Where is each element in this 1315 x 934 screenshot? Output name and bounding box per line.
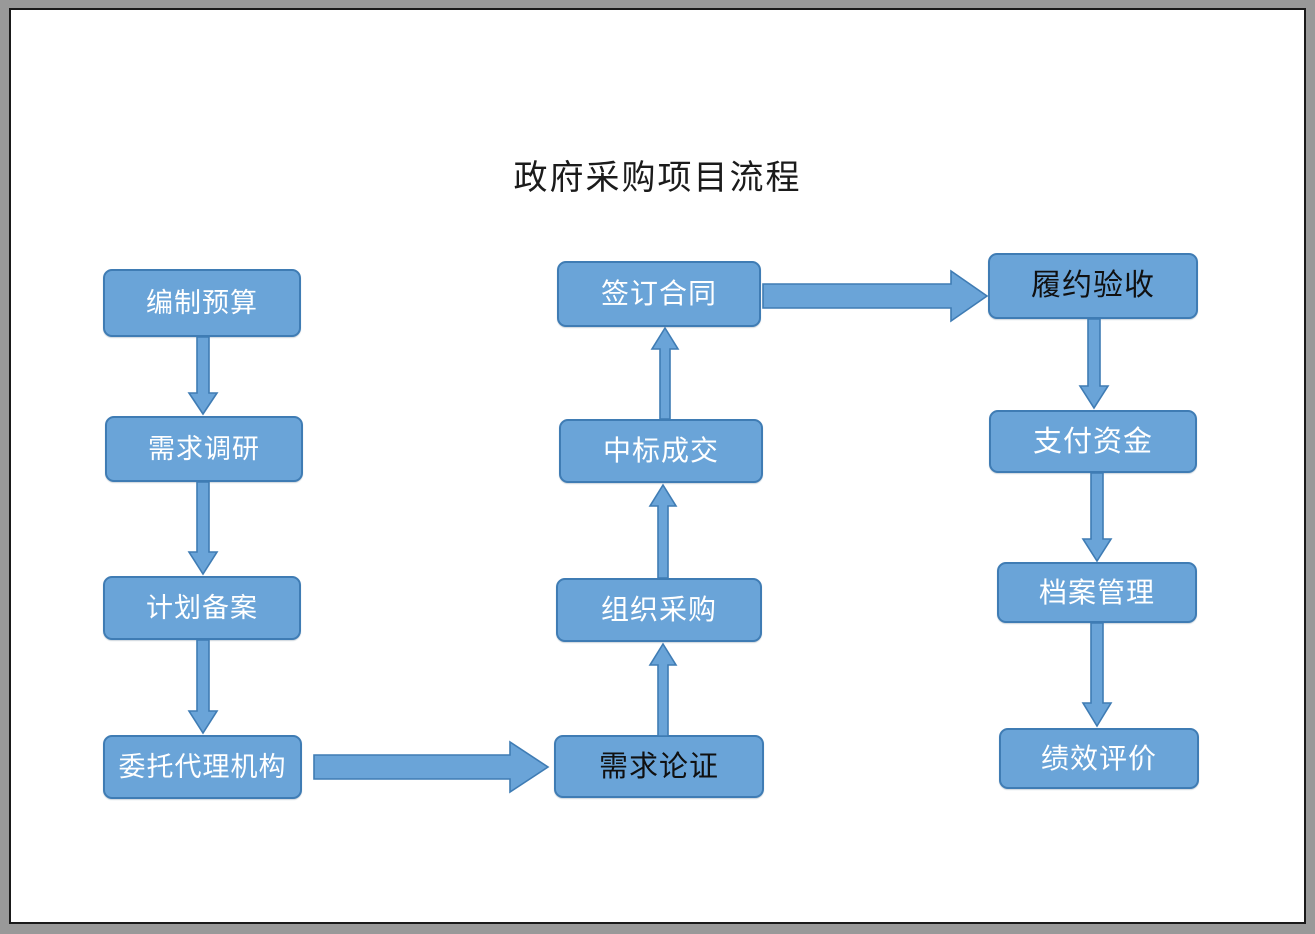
flow-node-label: 需求论证 <box>598 749 719 783</box>
flow-node-bianzhiyusuan[interactable]: 编制预算 <box>103 269 301 337</box>
arrow-down-5 <box>1081 472 1113 563</box>
arrow-down-3 <box>187 639 219 735</box>
flow-node-label: 组织采购 <box>600 593 717 626</box>
flow-node-zuzhicaigou[interactable]: 组织采购 <box>556 578 762 642</box>
arrow-up-1 <box>648 642 678 737</box>
flow-node-label: 委托代理机构 <box>118 751 287 783</box>
flow-node-label: 编制预算 <box>146 287 258 319</box>
flow-node-qiandinghetong[interactable]: 签订合同 <box>557 261 761 327</box>
flow-node-dangganguanli[interactable]: 档案管理 <box>997 562 1197 623</box>
flow-node-label: 中标成交 <box>602 434 719 467</box>
flow-node-label: 档案管理 <box>1038 575 1155 609</box>
flow-node-label: 签订合同 <box>600 277 717 310</box>
flow-node-label: 绩效评价 <box>1040 741 1157 775</box>
flow-node-zhifuzijin[interactable]: 支付资金 <box>989 410 1197 473</box>
flow-node-jihuabeian[interactable]: 计划备案 <box>103 576 301 640</box>
arrow-down-6 <box>1081 622 1113 728</box>
flow-node-label: 履约验收 <box>1031 268 1155 303</box>
page-title-text: 政府采购项目流程 <box>513 158 802 198</box>
arrow-up-3 <box>650 326 680 420</box>
arrow-right-bottom <box>313 740 550 794</box>
flow-node-xuqiudiaoyan[interactable]: 需求调研 <box>105 416 303 482</box>
flow-node-xuqiulunzheng[interactable]: 需求论证 <box>554 735 764 798</box>
slide-canvas: 政府采购项目流程 编制预算 需求调研 计划备案 委托代理机构 需求论证 组织采购… <box>9 8 1306 924</box>
flow-node-zhongbiaochengjiao[interactable]: 中标成交 <box>559 419 763 483</box>
flow-node-lvyueyanshou[interactable]: 履约验收 <box>988 253 1198 319</box>
arrow-down-2 <box>187 481 219 576</box>
arrow-down-1 <box>187 336 219 416</box>
arrow-right-top <box>762 269 989 323</box>
arrow-down-4 <box>1078 318 1110 410</box>
page-title: 政府采购项目流程 <box>11 150 1304 199</box>
flow-node-label: 计划备案 <box>146 592 258 624</box>
flow-node-weituodailijigou[interactable]: 委托代理机构 <box>103 735 302 799</box>
flow-node-label: 需求调研 <box>148 433 260 465</box>
flow-node-jixiaopingjia[interactable]: 绩效评价 <box>999 728 1199 789</box>
arrow-up-2 <box>648 483 678 579</box>
flow-node-label: 支付资金 <box>1032 424 1153 458</box>
